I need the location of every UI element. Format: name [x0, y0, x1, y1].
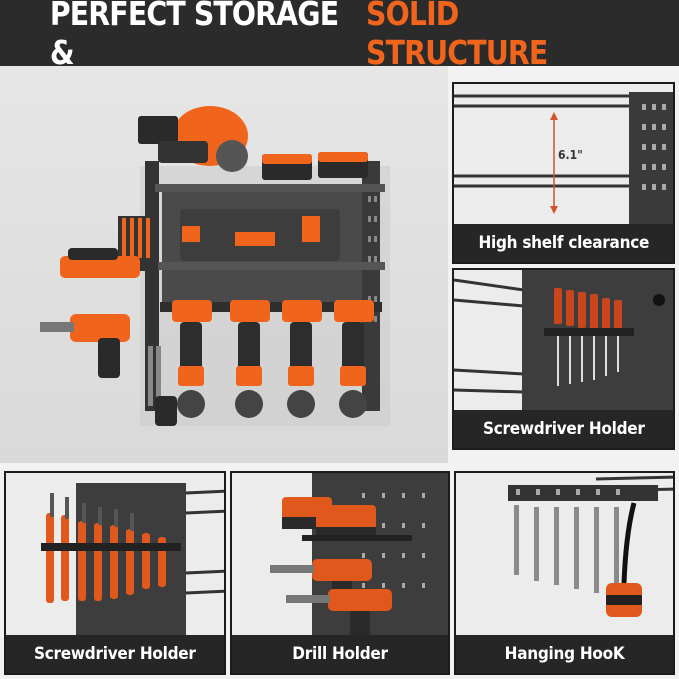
caption-hanging-hook: Hanging HooK — [456, 635, 673, 673]
caption-screwdriver-right: Screwdriver Holder — [454, 410, 673, 448]
title-white: PERFECT STORAGE & — [49, 0, 339, 72]
caption-high-shelf-text: High shelf clearance — [478, 233, 649, 253]
panel-screwdriver-holder-left: Screwdriver Holder — [4, 471, 226, 675]
panel-high-shelf-clearance: 6.1" High shelf clearance — [452, 82, 675, 264]
main-product-image — [0, 66, 448, 463]
title-orange: SOLID STRUCTURE — [365, 0, 548, 72]
header-banner: PERFECT STORAGE & SOLID STRUCTURE — [0, 0, 679, 72]
caption-screwdriver-left: Screwdriver Holder — [6, 635, 224, 673]
caption-high-shelf: High shelf clearance — [454, 224, 673, 262]
panel-screwdriver-holder-right: Screwdriver Holder — [452, 268, 675, 450]
caption-hanging-hook-text: Hanging HooK — [504, 644, 625, 664]
panel-hanging-hook: Hanging HooK — [454, 471, 675, 675]
caption-drill-holder-text: Drill Holder — [292, 644, 388, 664]
caption-screwdriver-left-text: Screwdriver Holder — [34, 644, 196, 664]
panel-drill-holder: Drill Holder — [230, 471, 450, 675]
caption-screwdriver-right-text: Screwdriver Holder — [482, 419, 645, 439]
clearance-measure-label: 6.1" — [558, 148, 583, 162]
caption-drill-holder: Drill Holder — [232, 635, 448, 673]
